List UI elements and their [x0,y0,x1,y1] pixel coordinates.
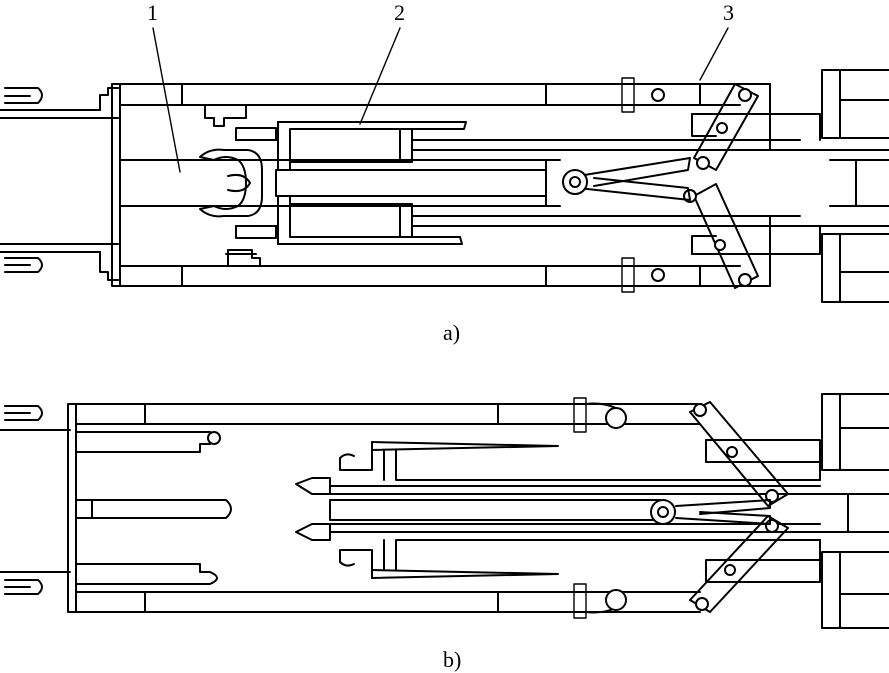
view-a [0,27,889,303]
caption-a: a) [443,320,460,345]
linkage-b [573,397,821,619]
leader-lines [152,27,729,173]
housing-a [111,83,771,287]
view-b [0,393,889,629]
callout-3: 3 [723,0,734,25]
caption-b: b) [443,647,461,672]
left-terminal-top [0,87,119,119]
callout-2: 2 [394,0,405,25]
seat-a [199,104,279,267]
housing-b [67,403,701,613]
callout-1: 1 [147,0,158,25]
moving-contact-a [275,121,831,245]
left-terminal-bottom [0,243,119,281]
left-terminal-b-top [0,405,71,431]
left-terminal-b-bottom [0,571,71,595]
right-terminal-b [819,393,889,629]
right-terminal-a [769,69,889,303]
linkage-a [562,77,821,293]
